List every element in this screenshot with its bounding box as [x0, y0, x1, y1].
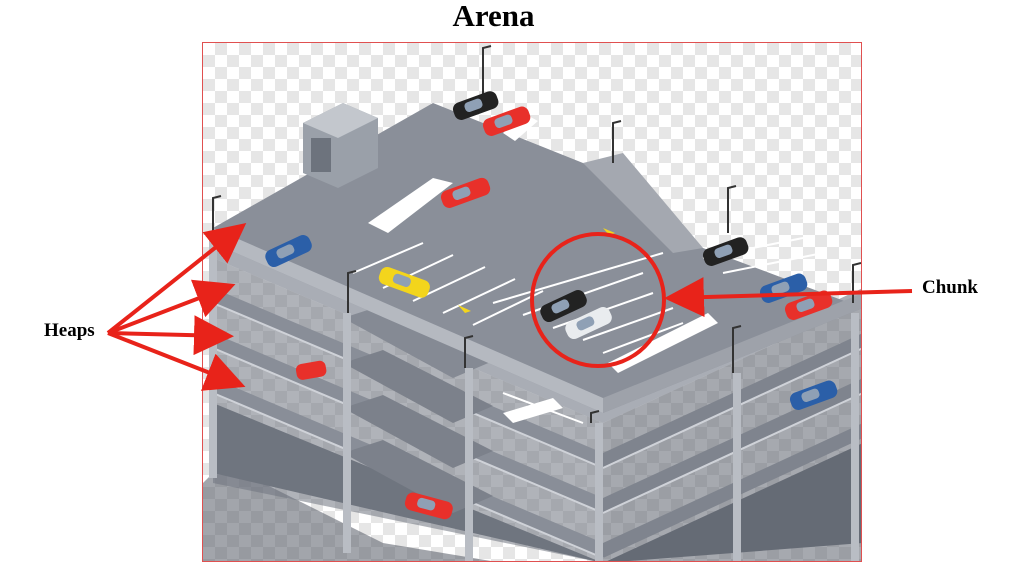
hatched-zones — [368, 113, 718, 423]
heaps-arrows — [106, 223, 247, 391]
lamp-post-icon — [212, 45, 861, 423]
ground-shadow — [203, 463, 491, 561]
chunk-arrow-icon — [664, 277, 913, 318]
diagram-title: Arena — [452, 0, 535, 33]
chunk-highlight-circle — [530, 232, 666, 368]
top-deck-edge — [213, 228, 603, 413]
parking-garage-illustration — [203, 45, 861, 561]
arrow-icon — [107, 279, 236, 335]
top-ramp — [583, 153, 703, 253]
arrow-icon — [106, 223, 247, 335]
chunk-label: Chunk — [922, 277, 978, 298]
elevator-block — [303, 103, 378, 188]
arrow-icon — [107, 315, 234, 356]
arrow-icon — [107, 331, 246, 391]
top-deck — [213, 103, 861, 413]
heaps-label: Heaps — [44, 320, 95, 341]
direction-arrow-icon — [458, 228, 615, 313]
car-icon — [265, 91, 838, 520]
ramps — [343, 305, 493, 513]
